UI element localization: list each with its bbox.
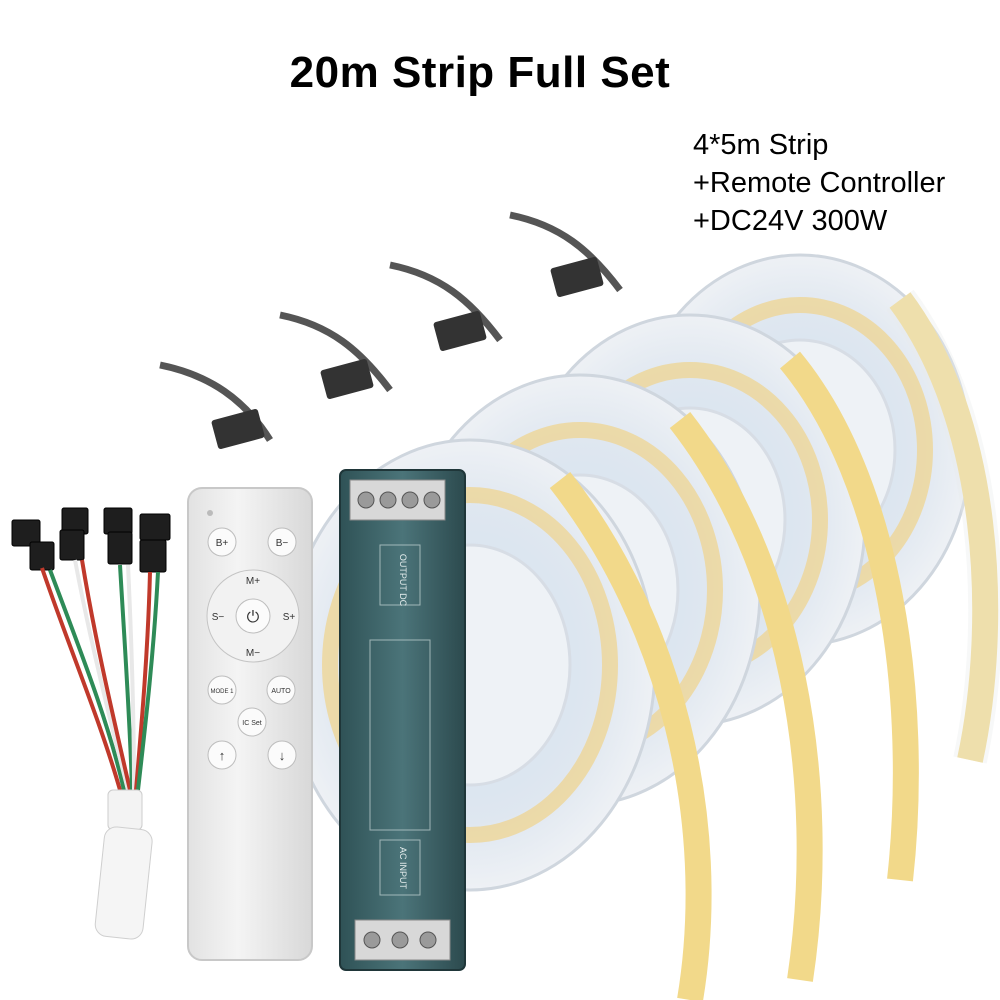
spec-remote: +Remote Controller [693, 167, 946, 199]
remote-auto-button: AUTO [266, 675, 296, 705]
psu-output-label: OUTPUT DC [398, 554, 408, 607]
spec-strip: 4*5m Strip [693, 129, 829, 161]
remote-ic-set-button: IC Set [237, 707, 267, 737]
remote-b-minus-button: B− [267, 527, 297, 557]
arrow-down-icon: ↓ [267, 740, 297, 770]
remote-mode1-button: MODE 1 [207, 675, 237, 705]
remote-controller: B+ B− M+ M− S− S+ ⏻ MODE 1 AUTO IC Set ↑ [187, 487, 313, 961]
svg-text:MODE 1: MODE 1 [210, 689, 234, 695]
remote-s-minus-button: S− [212, 612, 225, 623]
svg-text:↑: ↑ [219, 748, 226, 763]
arrow-up-icon: ↑ [207, 740, 237, 770]
specs-list: 4*5m Strip +Remote Controller +DC24V 300… [693, 126, 945, 240]
svg-text:AUTO: AUTO [271, 688, 291, 695]
svg-text:B+: B+ [216, 538, 229, 549]
power-icon: ⏻ [235, 598, 271, 634]
psu-input-label: AC INPUT [398, 847, 408, 890]
spec-power: +DC24V 300W [693, 205, 888, 237]
svg-text:↓: ↓ [279, 748, 286, 763]
remote-s-plus-button: S+ [283, 612, 296, 623]
remote-b-plus-button: B+ [207, 527, 237, 557]
remote-m-minus-button: M− [246, 648, 260, 659]
svg-text:IC Set: IC Set [242, 720, 262, 727]
page-title: 20m Strip Full Set [289, 48, 671, 97]
svg-text:⏻: ⏻ [247, 609, 260, 626]
connector-cable [11, 507, 171, 940]
power-supply: OUTPUT DC AC INPUT [339, 469, 466, 971]
svg-text:B−: B− [276, 538, 289, 549]
remote-m-plus-button: M+ [246, 576, 260, 587]
